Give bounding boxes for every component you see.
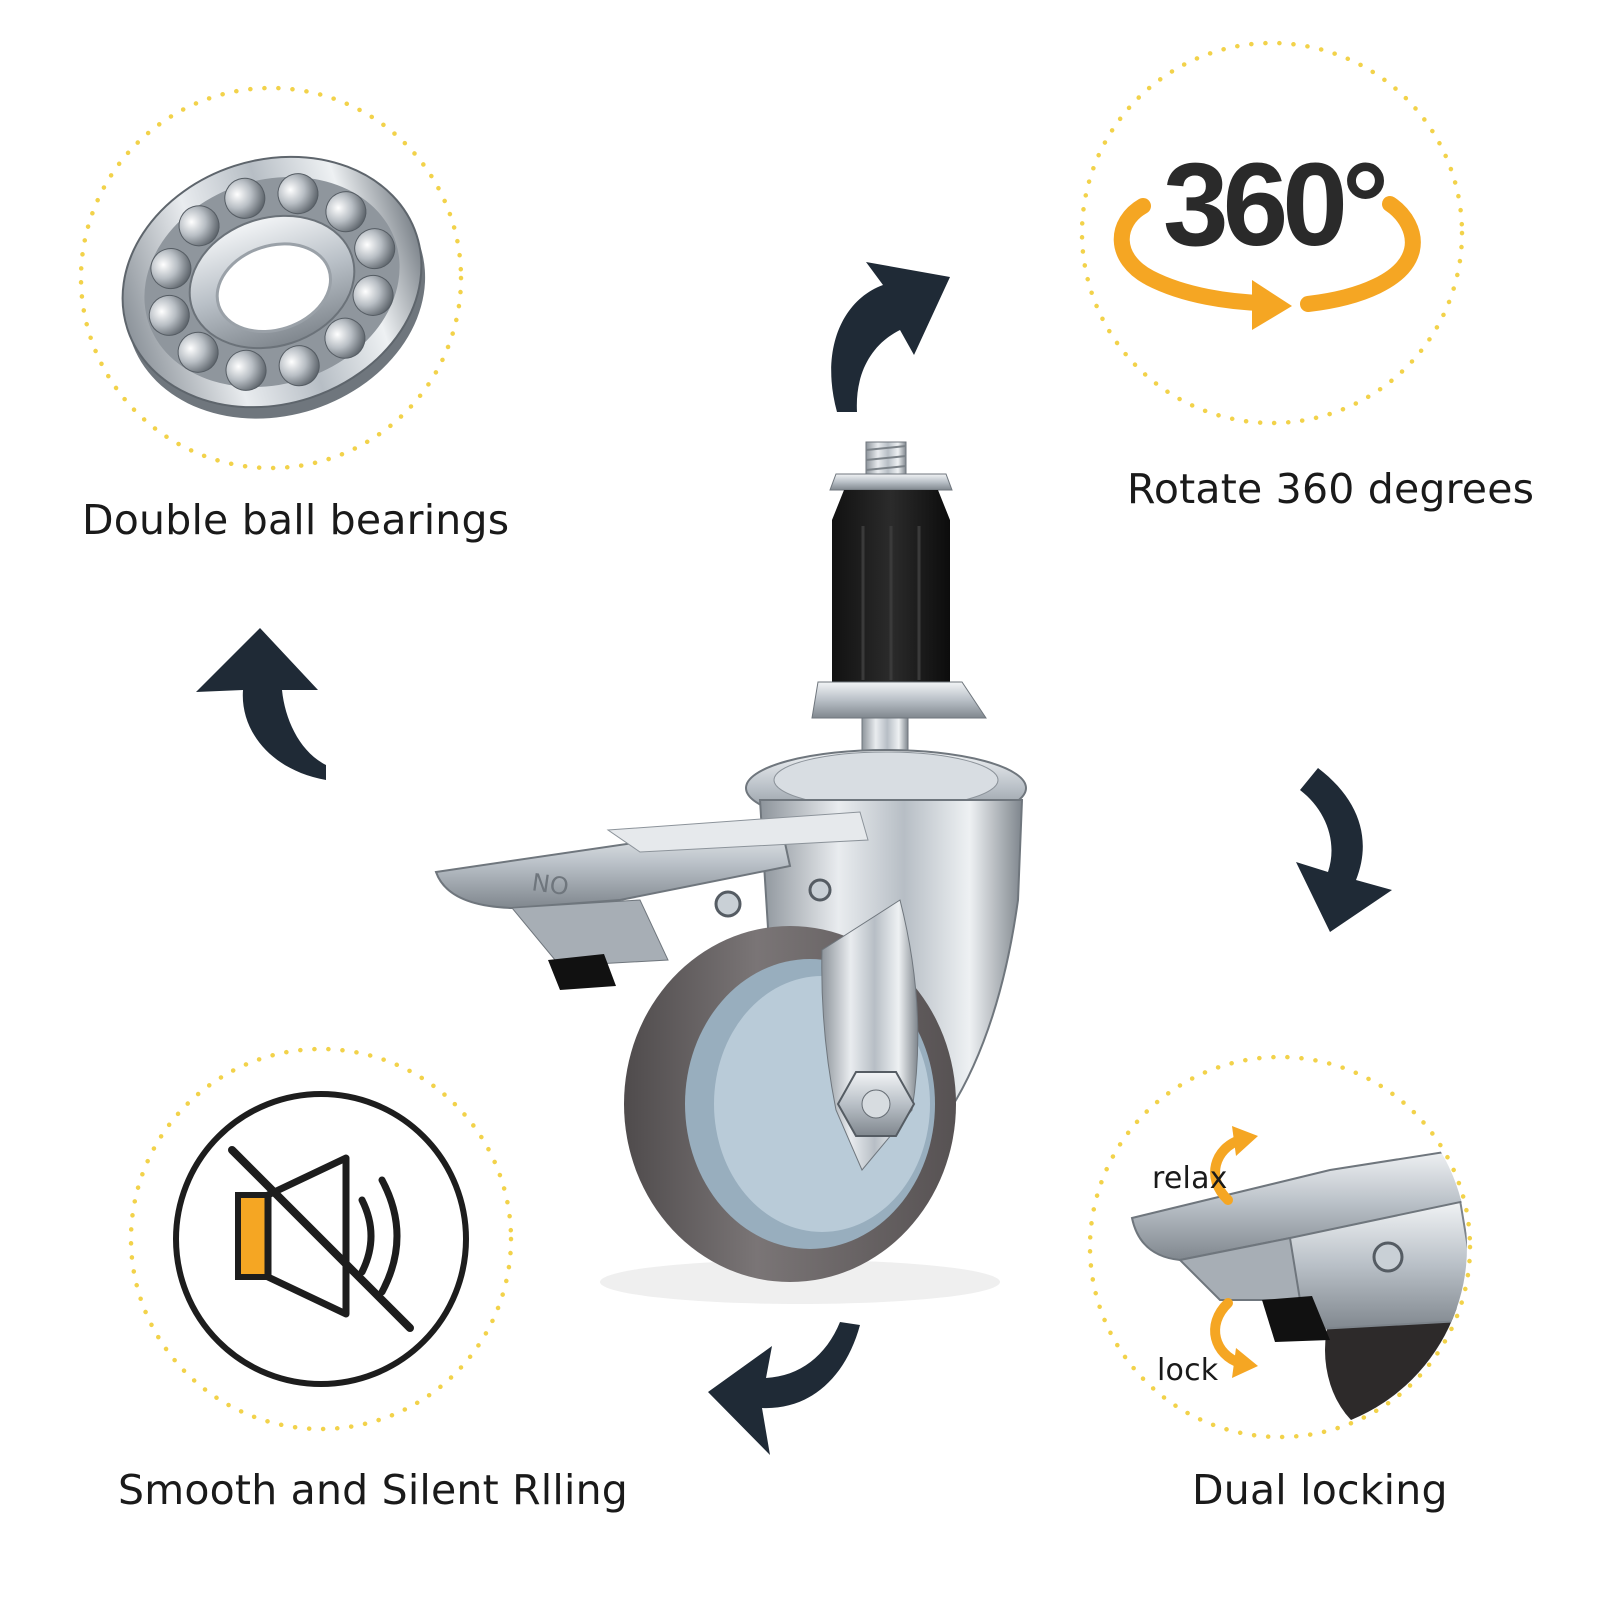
rotate-360-badge: 360° <box>1163 139 1385 271</box>
rotate-label: Rotate 360 degrees <box>1127 465 1535 513</box>
bearings-label: Double ball bearings <box>82 496 510 544</box>
relax-arrow-icon <box>1210 1126 1258 1205</box>
dual-locking-label: Dual locking <box>1192 1466 1448 1514</box>
muted-speaker-icon <box>173 1091 469 1387</box>
arrow-down-left-icon <box>708 1322 860 1455</box>
caster-wheel-illustration: ON <box>434 441 1027 1304</box>
lock-label: lock <box>1157 1353 1219 1388</box>
lock-arrow-icon <box>1210 1298 1258 1378</box>
pedal-marking: ON <box>530 867 570 900</box>
brake-pedal-icon <box>1130 1146 1467 1434</box>
arrow-down-right-icon <box>1296 768 1392 932</box>
rotate-dotted-ring <box>1079 40 1465 426</box>
rotate-360-icon: 360° <box>1113 139 1421 330</box>
silent-dotted-ring <box>128 1046 514 1432</box>
arrow-up-right-icon <box>831 262 950 412</box>
ball-bearing-icon <box>121 155 426 419</box>
relax-label: relax <box>1152 1161 1228 1196</box>
silent-rolling-label: Smooth and Silent Rlling <box>118 1466 628 1514</box>
bearings-dotted-ring <box>78 85 464 471</box>
arrow-up-left-icon <box>196 628 326 780</box>
locking-dotted-ring <box>1087 1054 1473 1440</box>
